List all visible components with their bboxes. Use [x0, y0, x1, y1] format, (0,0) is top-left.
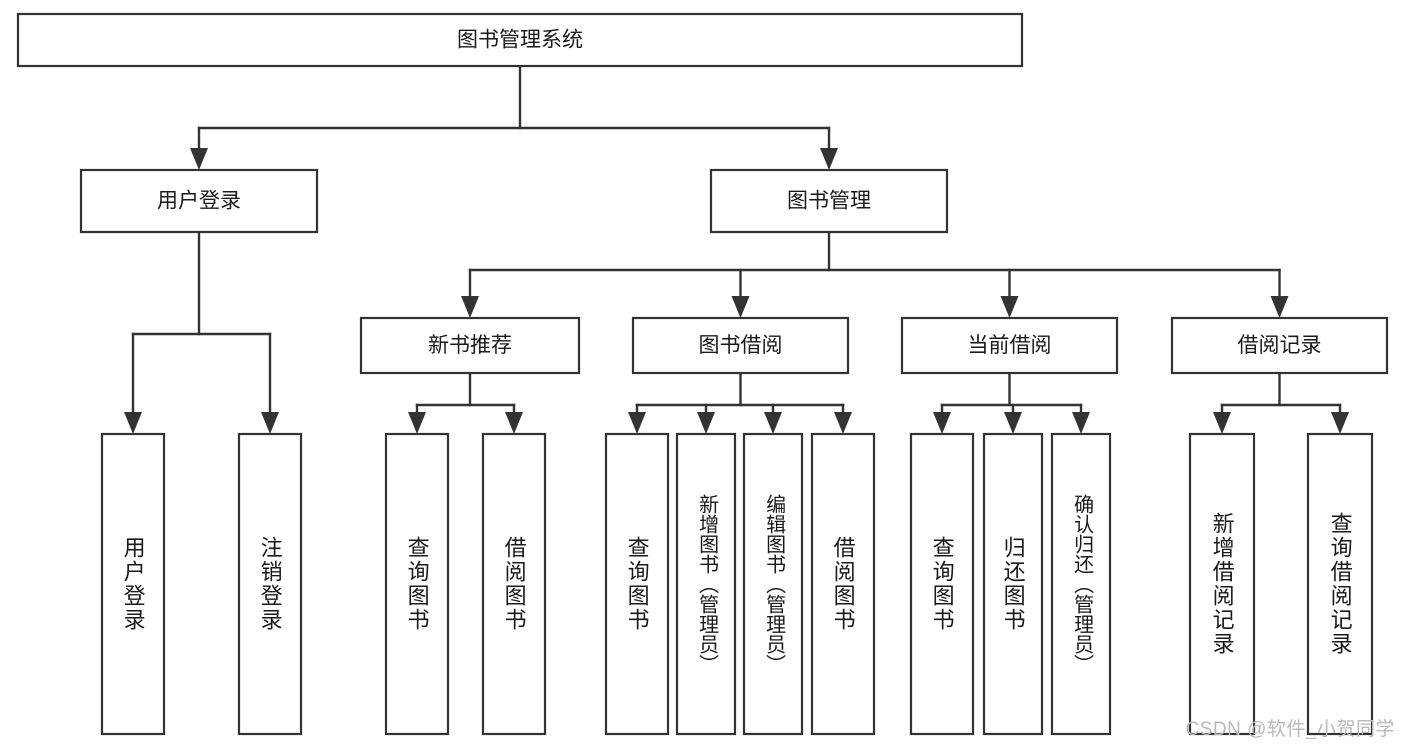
- leaf-node-1-rect[interactable]: [237, 432, 303, 736]
- level3-node-1-rect[interactable]: [631, 316, 850, 375]
- leaf-node-0[interactable]: [100, 432, 166, 736]
- level3-node-3-rect[interactable]: [1170, 316, 1389, 375]
- arrow-to-leaf-2-2: [764, 412, 782, 434]
- leaf-node-7[interactable]: [810, 432, 876, 736]
- leaf-node-9[interactable]: [982, 432, 1044, 736]
- leaf-node-5[interactable]: [675, 432, 737, 736]
- level2-node-1[interactable]: [709, 168, 949, 234]
- arrow-to-leaf-4-1: [1331, 412, 1349, 434]
- level3-node-1-label: 图书借阅: [699, 334, 783, 357]
- leaf-node-2-rect[interactable]: [384, 432, 450, 736]
- leaf-node-8[interactable]: [909, 432, 975, 736]
- connectors-layer: [124, 64, 1349, 434]
- level3-node-2-rect[interactable]: [900, 316, 1119, 375]
- leaf-node-6-rect[interactable]: [742, 432, 804, 736]
- root-node-book-management-system-rect[interactable]: [16, 12, 1024, 68]
- level3-node-3-label: 借阅记录: [1238, 334, 1322, 357]
- level2-node-0-rect[interactable]: [79, 168, 319, 234]
- leaf-node-9-rect[interactable]: [982, 432, 1044, 736]
- leaf-node-11-rect[interactable]: [1188, 432, 1256, 736]
- level3-node-0[interactable]: [359, 316, 581, 375]
- leaf-node-11[interactable]: [1188, 432, 1256, 736]
- leaf-node-7-rect[interactable]: [810, 432, 876, 736]
- arrow-to-level2-1: [820, 148, 838, 170]
- arrow-to-leaf-2-1: [697, 412, 715, 434]
- level3-node-0-label: 新书推荐: [428, 334, 512, 357]
- level2-node-0-label: 用户登录: [157, 190, 241, 213]
- leaf-node-12-rect[interactable]: [1306, 432, 1374, 736]
- level3-node-0-rect[interactable]: [359, 316, 581, 375]
- leaf-node-12[interactable]: [1306, 432, 1374, 736]
- arrow-to-leaf-2-3: [834, 412, 852, 434]
- arrow-to-level3-1: [731, 296, 750, 318]
- arrow-to-level3-2: [1000, 296, 1019, 318]
- arrow-to-leaf-0-1: [261, 412, 279, 434]
- leaf-node-4-rect[interactable]: [604, 432, 670, 736]
- level3-node-2[interactable]: [900, 316, 1119, 375]
- leaf-node-4[interactable]: [604, 432, 670, 736]
- level3-node-1[interactable]: [631, 316, 850, 375]
- leaf-node-3[interactable]: [481, 432, 547, 736]
- root-node-book-management-system[interactable]: [16, 12, 1024, 68]
- leaf-node-1[interactable]: [237, 432, 303, 736]
- arrow-to-level3-3: [1270, 296, 1289, 318]
- leaf-node-2[interactable]: [384, 432, 450, 736]
- leaf-node-5-rect[interactable]: [675, 432, 737, 736]
- arrow-to-leaf-3-2: [1072, 412, 1090, 434]
- arrow-to-leaf-1-0: [408, 412, 426, 434]
- leaf-node-10-rect[interactable]: [1050, 432, 1112, 736]
- boxes-layer: [16, 12, 1389, 736]
- arrow-to-leaf-0-0: [124, 412, 142, 434]
- arrow-to-leaf-4-0: [1213, 412, 1231, 434]
- level2-node-1-label: 图书管理: [787, 190, 871, 213]
- arrow-to-level3-0: [461, 296, 479, 318]
- leaf-node-6[interactable]: [742, 432, 804, 736]
- arrow-to-leaf-2-0: [628, 412, 646, 434]
- leaf-node-10[interactable]: [1050, 432, 1112, 736]
- leaf-node-0-rect[interactable]: [100, 432, 166, 736]
- arrow-to-leaf-3-1: [1004, 412, 1022, 434]
- leaf-node-8-rect[interactable]: [909, 432, 975, 736]
- arrow-to-leaf-3-0: [933, 412, 951, 434]
- level2-node-1-rect[interactable]: [709, 168, 949, 234]
- level3-node-2-label: 当前借阅: [968, 334, 1052, 357]
- arrow-to-leaf-1-1: [505, 412, 523, 434]
- level2-node-0[interactable]: [79, 168, 319, 234]
- leaf-node-3-rect[interactable]: [481, 432, 547, 736]
- level3-node-3[interactable]: [1170, 316, 1389, 375]
- root-node-book-management-system-label: 图书管理系统: [457, 29, 583, 52]
- arrow-to-level2-0: [190, 148, 208, 170]
